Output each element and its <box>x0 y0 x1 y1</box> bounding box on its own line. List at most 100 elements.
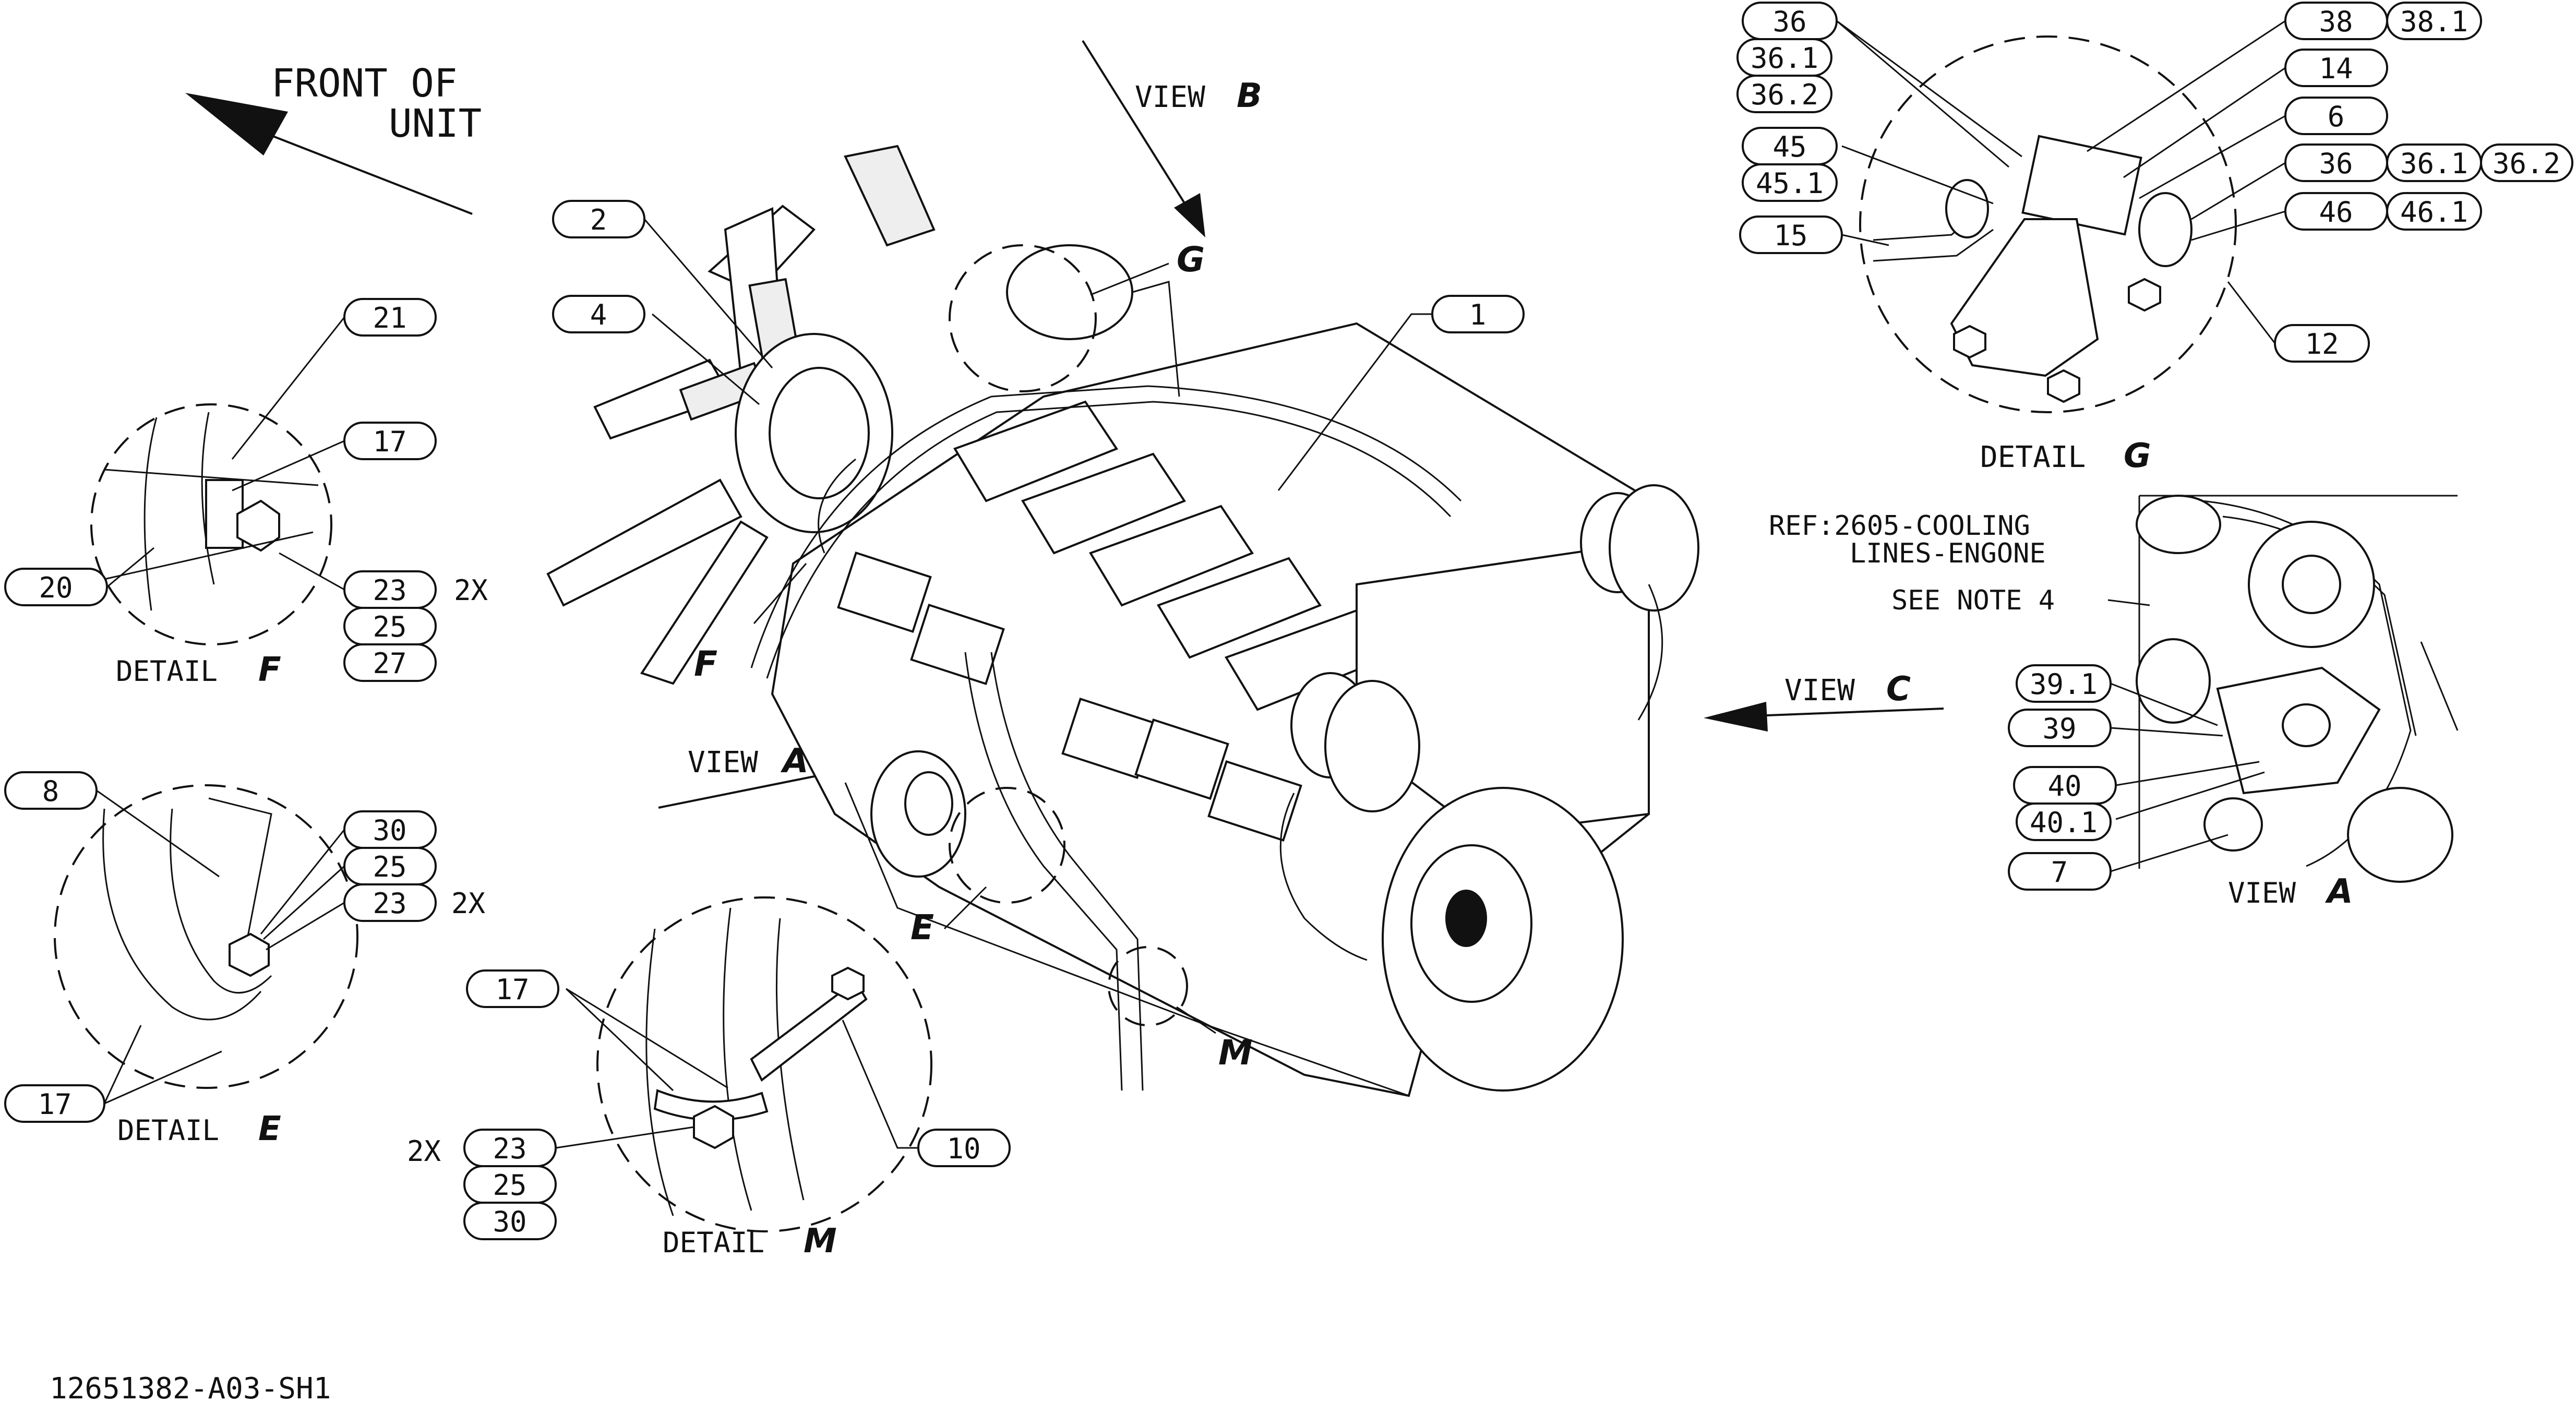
view-a-arrow-word: VIEW <box>688 746 758 780</box>
svg-text:38.1: 38.1 <box>2400 5 2468 38</box>
view-a-pulley-inner <box>2282 555 2341 614</box>
coolant-hose-lower-2 <box>990 652 1144 1091</box>
detail-f-bracket-2 <box>104 531 314 580</box>
detail-m-hose-left <box>645 928 674 1216</box>
svg-text:46: 46 <box>2319 196 2353 229</box>
valve-covers <box>953 400 1390 711</box>
balloon-d17: 17 <box>466 969 559 1008</box>
callout-letter-e: E <box>910 907 934 948</box>
leader-1 <box>1277 313 1432 491</box>
balloon-e8: 8 <box>4 771 98 810</box>
main-leaders <box>643 219 1432 1034</box>
detail-m-bracket <box>750 979 868 1082</box>
detail-e-marker-circle <box>949 787 1065 904</box>
balloon-g38-1: 38.1 <box>2386 2 2482 40</box>
svg-text:25: 25 <box>493 1169 526 1202</box>
detail-g-fitting-left <box>1945 179 1989 238</box>
detail-f-nut <box>236 499 280 552</box>
drawing-number: 12651382-A03-SH1 <box>50 1372 331 1402</box>
detail-g-word: DETAIL <box>1980 440 2086 474</box>
detail-f-hose-left <box>143 417 158 611</box>
detail-m-letter: M <box>804 1222 837 1261</box>
balloon-f25: 25 <box>343 607 437 645</box>
fan-blade-upper <box>844 145 936 247</box>
coolant-hose-lower <box>964 652 1123 1091</box>
balloon-f23: 23 <box>343 570 437 609</box>
balloon-1: 1 <box>1431 295 1525 333</box>
balloon-e17: 17 <box>4 1084 105 1123</box>
detail-m-bolt-head <box>831 966 865 1001</box>
detail-m-leaders <box>555 988 918 1149</box>
front-of-unit-indicator: FRONT OF UNIT <box>185 61 482 215</box>
svg-text:36.2: 36.2 <box>1751 78 1818 111</box>
view-a-engine-detail <box>2136 495 2459 883</box>
svg-text:36.2: 36.2 <box>2493 147 2560 180</box>
see-note-leader <box>2107 599 2150 606</box>
balloon-e23: 23 <box>343 883 437 922</box>
svg-text:30: 30 <box>373 814 406 847</box>
view-b-letter: B <box>1237 77 1262 115</box>
detail-f-bracket <box>104 469 319 486</box>
view-c-indicator: VIEW C <box>1704 670 1944 732</box>
detail-e-nut <box>229 932 270 977</box>
balloon-1-text: 1 <box>1469 298 1487 331</box>
svg-text:6: 6 <box>2328 100 2345 133</box>
view-a-panel-word: VIEW <box>2228 877 2296 909</box>
front-arrow-shaft <box>260 130 473 215</box>
svg-text:40.1: 40.1 <box>2030 806 2098 839</box>
svg-text:39: 39 <box>2042 712 2076 745</box>
view-c-arrow-shaft <box>1753 708 1944 717</box>
view-a-plug <box>2203 797 2263 852</box>
valve-cover-3 <box>1089 505 1254 607</box>
balloon-a7: 7 <box>2008 852 2112 891</box>
qty-f: 2X <box>454 574 488 607</box>
detail-g-bolt-2 <box>2047 369 2080 403</box>
svg-text:15: 15 <box>1774 219 1807 252</box>
view-b-arrow-head <box>1174 193 1205 237</box>
leader-m <box>1176 1006 1216 1034</box>
detail-m-nut <box>693 1105 734 1149</box>
balloon-a39: 39 <box>2008 709 2112 747</box>
coil-pack-2 <box>910 603 1005 686</box>
balloon-4-text: 4 <box>590 298 607 331</box>
detail-g-letter: G <box>2124 437 2151 475</box>
view-a-panel: REF:2605-COOLING LINES-ENGONE SEE NOTE 4… <box>1769 495 2459 911</box>
view-a-hub-left <box>2136 638 2211 724</box>
svg-text:46.1: 46.1 <box>2400 196 2468 229</box>
crank-pulley-inner <box>904 771 953 836</box>
balloon-g36-2b: 36.2 <box>2480 143 2573 182</box>
svg-text:23: 23 <box>373 887 406 920</box>
qty-m: 2X <box>407 1135 441 1168</box>
detail-e-hose-outer <box>102 808 262 1021</box>
fan-blade-bottom <box>640 520 769 685</box>
balloon-g36b: 36 <box>2284 143 2388 182</box>
balloon-g38: 38 <box>2284 2 2388 40</box>
balloon-2: 2 <box>552 200 645 238</box>
balloon-g12: 12 <box>2274 324 2370 363</box>
coolant-tube-upper <box>750 385 1462 668</box>
svg-text:36: 36 <box>2319 147 2353 180</box>
valve-cover-4 <box>1157 557 1322 659</box>
detail-e-bracket <box>208 797 272 950</box>
svg-text:25: 25 <box>373 610 406 643</box>
svg-text:25: 25 <box>373 850 406 883</box>
svg-text:30: 30 <box>493 1205 526 1238</box>
detail-f-word: DETAIL <box>116 655 218 688</box>
front-of-unit-line2: UNIT <box>389 101 482 146</box>
balloon-g36-1b: 36.1 <box>2386 143 2482 182</box>
view-a-leaders <box>2110 682 2265 872</box>
balloon-f20: 20 <box>4 568 108 606</box>
detail-g-hose-2 <box>1873 229 1994 262</box>
detail-m: DETAIL M <box>596 896 932 1261</box>
balloon-f27: 27 <box>343 643 437 682</box>
svg-text:14: 14 <box>2319 52 2353 85</box>
detail-m-clamp <box>653 1089 769 1121</box>
detail-g-circle <box>1859 35 2237 413</box>
svg-text:36.1: 36.1 <box>2400 147 2468 180</box>
svg-text:45.1: 45.1 <box>1756 167 1824 200</box>
coolant-tube-upper-2 <box>766 401 1452 679</box>
fan-blade-lower-left <box>546 478 742 607</box>
svg-text:7: 7 <box>2051 856 2068 889</box>
detail-f: DETAIL F <box>90 403 332 689</box>
